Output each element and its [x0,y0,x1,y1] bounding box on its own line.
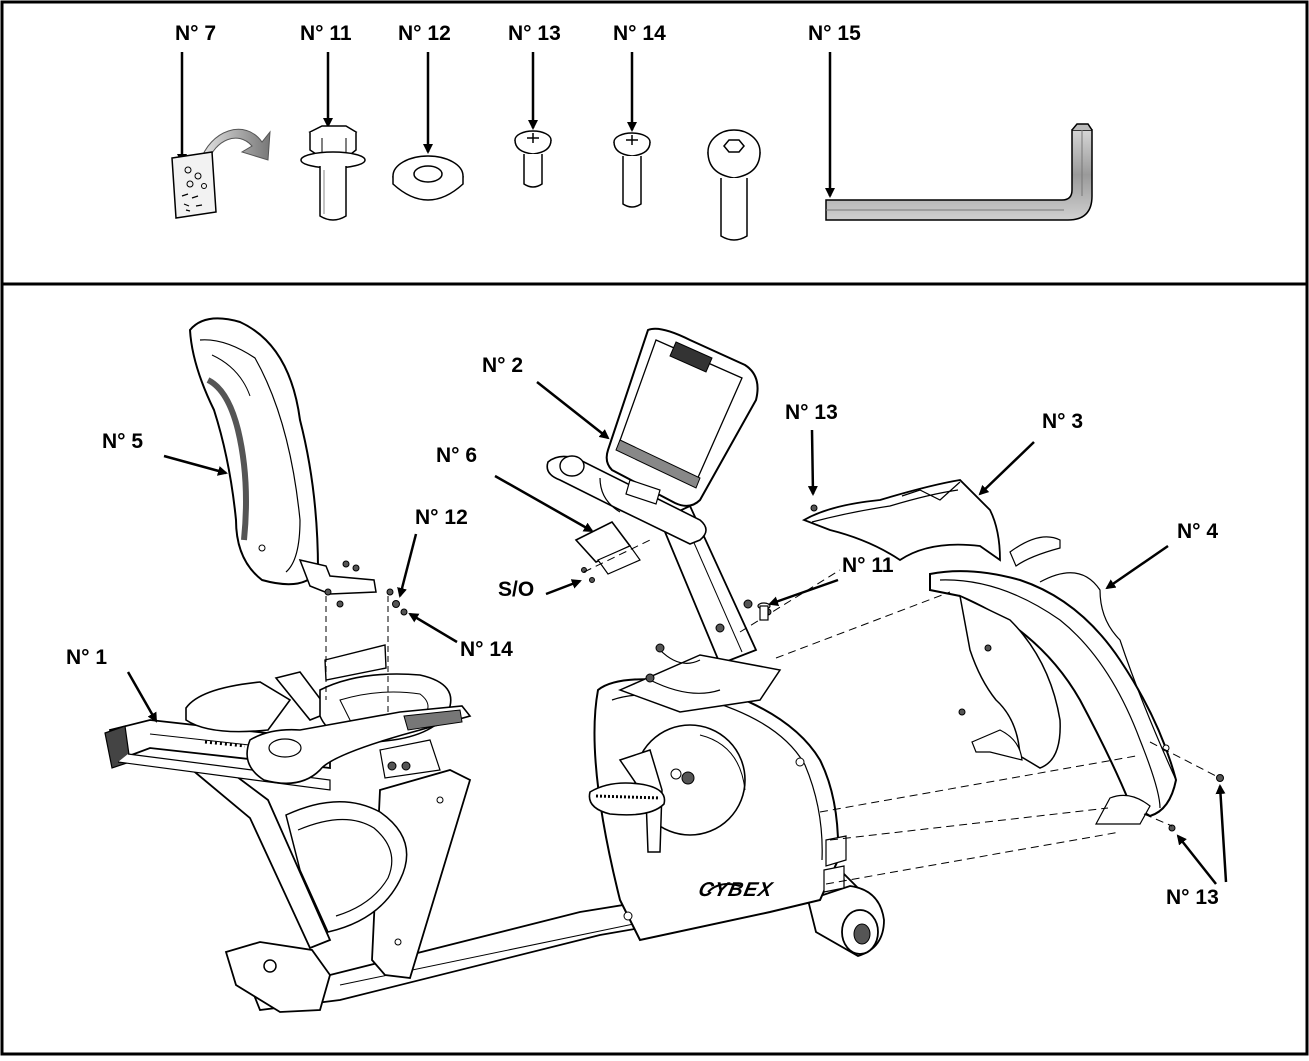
label-n15-hw: N° 15 [808,22,861,45]
arrow-so [545,579,582,596]
arrow-n14 [408,612,458,644]
side-shroud [810,504,1224,832]
label-so: S/O [498,578,534,601]
front-shroud [801,479,1061,567]
hardware-bag-icon [171,128,271,219]
arrow-n1 [126,671,158,723]
label-n6: N° 6 [436,444,477,467]
arrow-n3 [978,441,1035,496]
handlebar [546,455,707,583]
label-n13-hw: N° 13 [508,22,561,45]
small-screw-icon [514,130,552,188]
arrow-n4 [1105,544,1169,590]
seat-base [185,644,472,785]
console [605,327,759,507]
arrow-n2 [536,381,610,440]
label-n2: N° 2 [482,354,523,377]
label-n5: N° 5 [102,430,143,453]
socket-bolt-icon [707,129,761,241]
hex-bolt-icon [300,125,366,221]
arrow-n13-bottom-b [1176,834,1217,885]
label-n12: N° 12 [415,506,468,529]
arrow-n6 [494,474,594,533]
label-n11: N° 11 [842,554,894,577]
dashed-assembly-lines [583,539,1217,885]
arrow-n13-bottom-a [1215,784,1228,883]
label-n12-hw: N° 12 [398,22,451,45]
seat-frame [187,766,472,979]
main-housing: CYBEX [588,678,847,942]
assembly-panel: CYBEX [104,317,1224,1013]
console-mast [617,504,782,713]
arrow-n11 [768,578,839,607]
washer-icon [392,155,464,201]
assembly-callouts: N° 2 N° 5 N° 6 N° 13 N° 3 N° 4 N° 12 N° … [66,354,1228,909]
label-n14-hw: N° 14 [613,22,666,45]
bolt-n11 [757,602,771,621]
assembly-panel-frame [0,282,1309,1056]
label-n13-top: N° 13 [785,401,838,424]
label-n14: N° 14 [460,638,513,661]
label-n1: N° 1 [66,646,107,669]
label-n3: N° 3 [1042,410,1083,433]
brand-logo-text: CYBEX [696,879,775,901]
arrow-n13-top [807,429,818,496]
hex-key-wrench-icon [825,123,1093,221]
label-n11-hw: N° 11 [300,22,352,45]
backrest [188,317,408,616]
label-n4: N° 4 [1177,520,1218,543]
arrow-n12 [397,533,418,598]
label-n13-bottom: N° 13 [1166,886,1219,909]
arrow-n5 [163,454,228,476]
hardware-panel: N° 7 N° 11 N° 12 N° 13 N° 14 N° 15 [171,22,1093,241]
screw-icon [613,132,651,208]
label-n7: N° 7 [175,22,216,45]
